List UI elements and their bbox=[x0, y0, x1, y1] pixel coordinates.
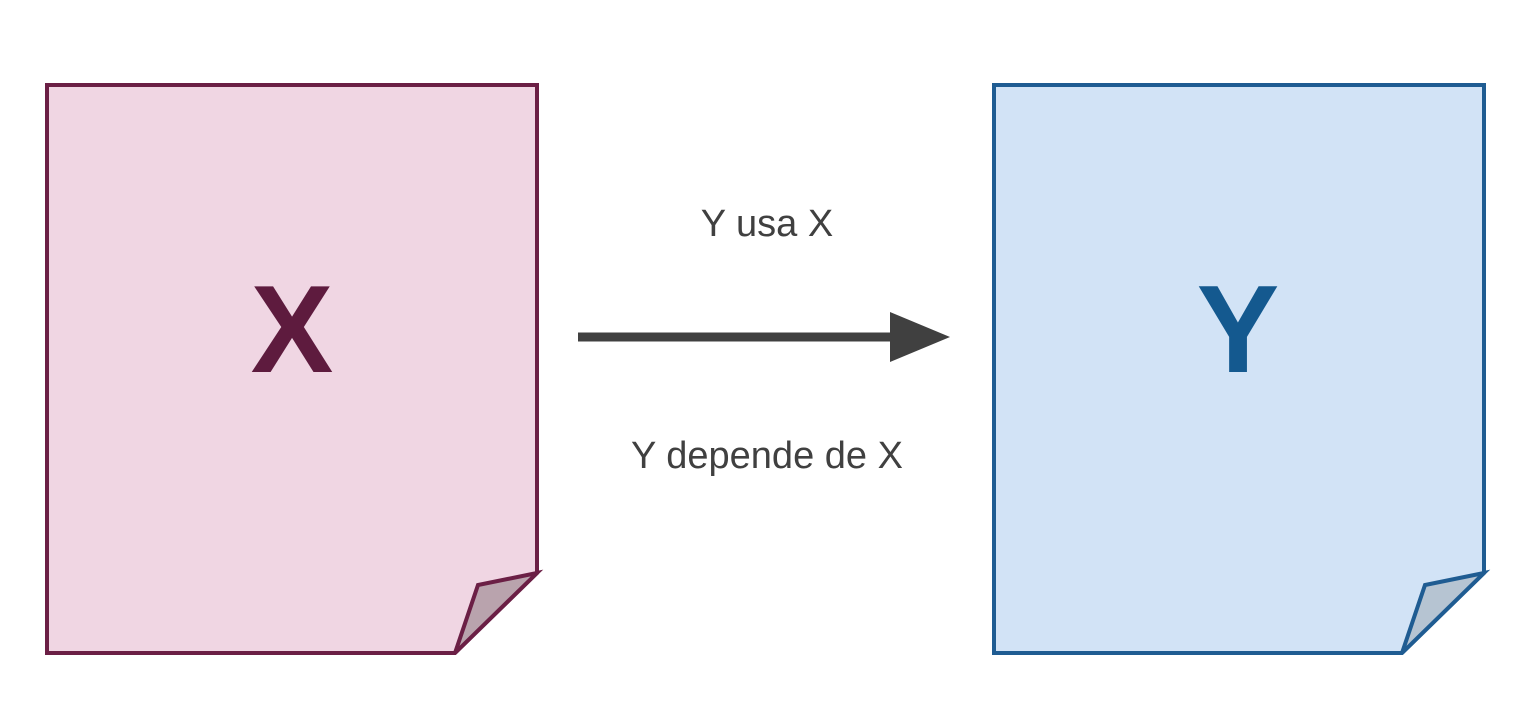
dependency-arrow[interactable] bbox=[560, 300, 970, 380]
node-y-fold-corner bbox=[1400, 569, 1491, 655]
edge-label-below: Y depende de X bbox=[631, 435, 903, 477]
edge-label-above: Y usa X bbox=[700, 203, 834, 245]
node-y-label: Y bbox=[1196, 261, 1280, 399]
arrow-head-icon bbox=[890, 312, 950, 362]
node-x-label: X bbox=[250, 261, 334, 399]
node-y[interactable] bbox=[987, 78, 1497, 664]
node-x[interactable] bbox=[40, 78, 550, 664]
node-x-fold-corner bbox=[453, 569, 544, 655]
